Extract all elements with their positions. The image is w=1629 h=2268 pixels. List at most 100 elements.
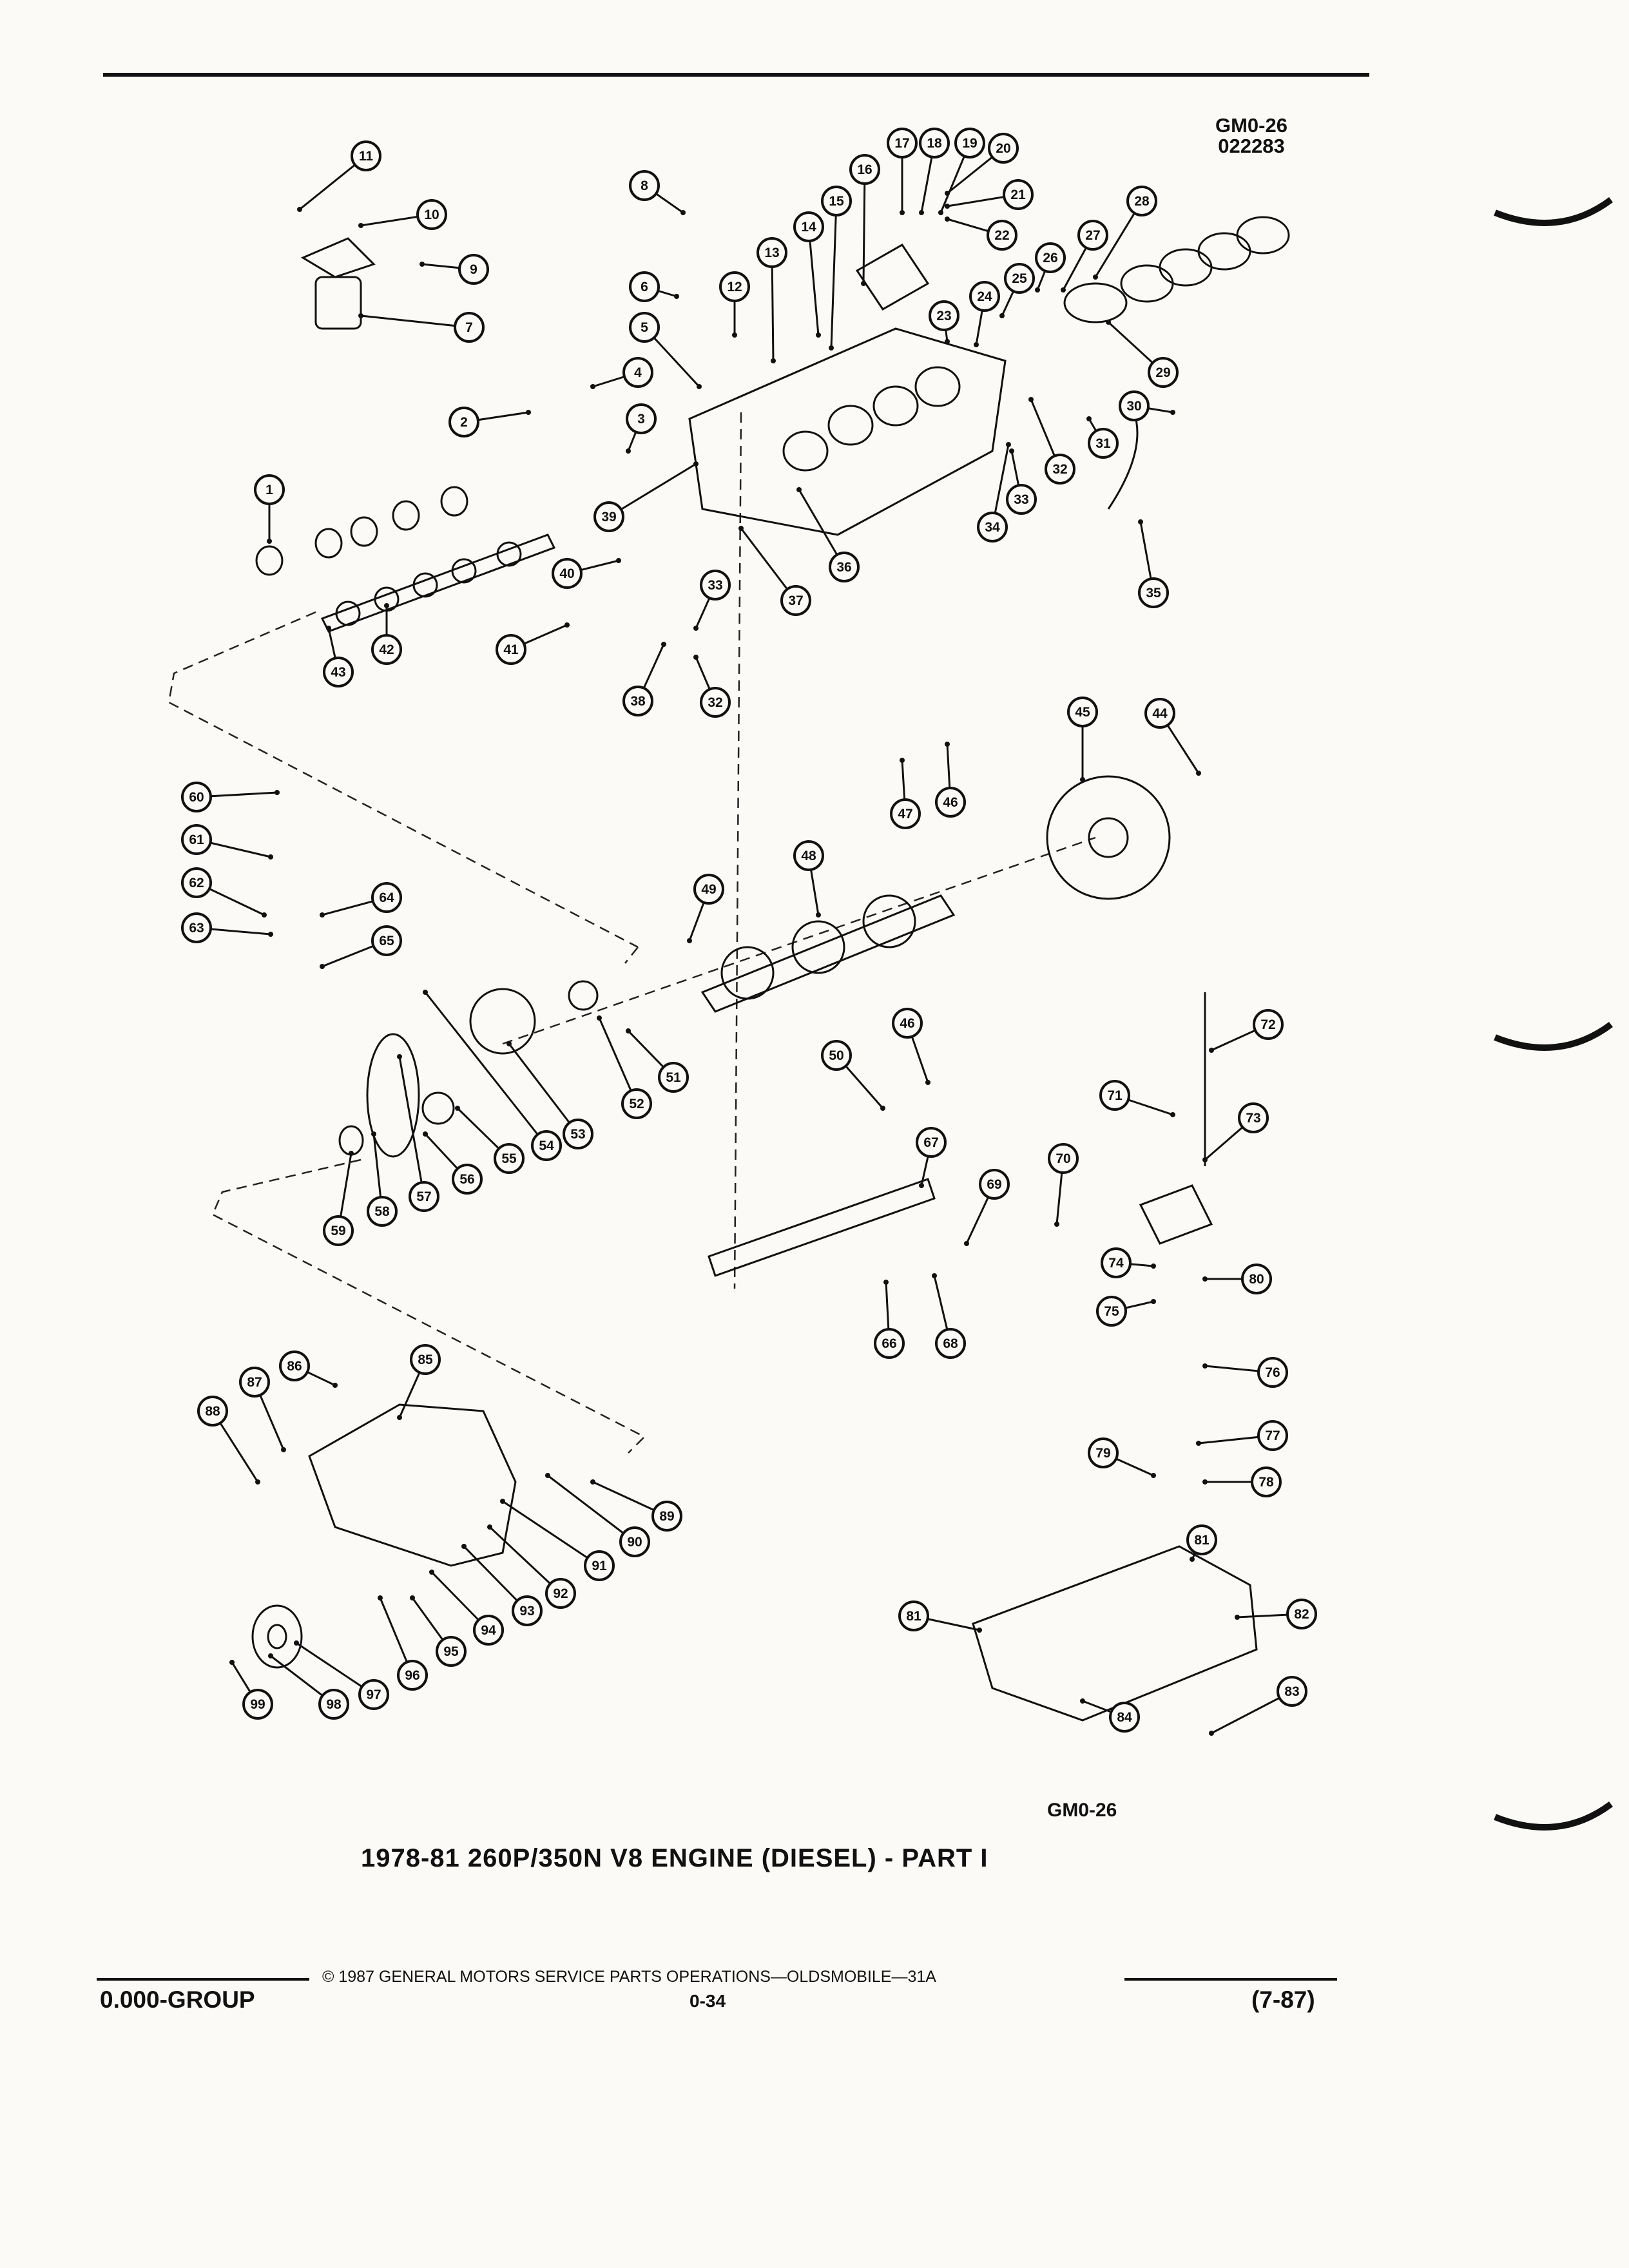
leader-arrow-tip <box>423 1131 428 1137</box>
callout-circle <box>1119 390 1150 421</box>
callout-number: 27 <box>1085 228 1100 243</box>
leader-arrow-tip <box>397 1415 402 1420</box>
callout-circle <box>1186 1524 1217 1555</box>
callout-circle <box>829 552 860 582</box>
callout-number: 86 <box>287 1359 302 1374</box>
leader-arrow-tip <box>732 332 737 338</box>
leader-arrow-tip <box>945 204 950 209</box>
callout-5: 5 <box>629 312 702 389</box>
cam-bearings <box>255 486 468 576</box>
callout-number: 75 <box>1104 1304 1119 1319</box>
callout-60: 60 <box>181 782 280 812</box>
callout-2: 2 <box>448 407 531 437</box>
callout-21: 21 <box>945 179 1034 210</box>
leader-arrow-tip <box>268 932 273 937</box>
callout-number: 30 <box>1126 399 1141 414</box>
callout-number: 14 <box>801 220 816 235</box>
callout-circle <box>988 133 1019 164</box>
callout-number: 60 <box>189 790 204 805</box>
callout-74: 74 <box>1101 1247 1156 1278</box>
leader-line <box>488 1526 562 1595</box>
leader-arrow-tip <box>697 384 702 389</box>
callout-circle <box>279 1350 310 1381</box>
callout-circle <box>358 1679 389 1710</box>
callout-circle <box>242 1689 273 1720</box>
callout-circle <box>821 186 852 216</box>
callout-circle <box>436 1636 467 1667</box>
callout-number: 67 <box>923 1135 938 1150</box>
callout-number: 22 <box>994 228 1009 243</box>
callout-32-repeat: 32 <box>693 655 731 718</box>
callout-circle <box>757 237 787 268</box>
callout-number: 4 <box>634 365 642 380</box>
callout-circle <box>1067 697 1098 727</box>
callout-67: 67 <box>916 1127 947 1188</box>
callout-47: 47 <box>890 758 921 829</box>
callout-number: 32 <box>708 695 722 710</box>
callout-circle <box>898 1600 929 1631</box>
callout-circle <box>1035 242 1066 273</box>
leader-arrow-tip <box>1202 1363 1208 1369</box>
callout-circle <box>700 687 731 718</box>
leader-arrow-tip <box>1190 1557 1195 1562</box>
callout-circle <box>494 1143 525 1174</box>
leader-arrow-tip <box>938 210 943 215</box>
callout-number: 63 <box>189 921 204 936</box>
callout-95: 95 <box>410 1595 467 1667</box>
footer-rule-right <box>1124 1978 1337 1981</box>
callout-84: 84 <box>1080 1698 1140 1733</box>
leader-arrow-tip <box>616 558 621 563</box>
callout-14: 14 <box>793 211 824 338</box>
leader-arrow-tip <box>358 313 363 318</box>
callout-52: 52 <box>597 1015 652 1119</box>
callout-8: 8 <box>629 170 686 215</box>
callout-number: 83 <box>1284 1684 1299 1699</box>
callout-circle <box>887 128 918 159</box>
leader-arrow-tip <box>268 854 273 860</box>
callout-number: 72 <box>1260 1017 1275 1032</box>
callout-54: 54 <box>423 990 562 1161</box>
callout-number: 80 <box>1249 1272 1264 1287</box>
callout-circle <box>1286 1599 1317 1629</box>
callout-number: 59 <box>331 1224 345 1238</box>
callout-circle <box>181 824 212 855</box>
leader-arrow-tip <box>796 487 802 492</box>
callout-number: 64 <box>379 890 394 905</box>
callout-26: 26 <box>1035 242 1066 293</box>
callout-number: 52 <box>629 1097 644 1111</box>
oil-dipstick <box>1107 412 1139 510</box>
callout-circle <box>629 312 660 343</box>
leader-arrow-tip <box>262 912 267 918</box>
callout-number: 33 <box>1014 492 1028 507</box>
leader-arrow-tip <box>687 938 692 943</box>
leader-arrow-tip <box>771 358 776 363</box>
callout-circle <box>197 1396 228 1427</box>
callout-circle <box>563 1119 593 1149</box>
callout-circle <box>452 1164 483 1195</box>
callout-38: 38 <box>622 642 666 716</box>
callout-number: 43 <box>331 665 345 680</box>
callout-circle <box>1096 1296 1127 1327</box>
leader-arrow-tip <box>545 1473 550 1478</box>
assembly-guide-lines <box>168 412 1096 1454</box>
flywheel <box>1046 775 1171 900</box>
callout-number: 34 <box>985 520 1000 535</box>
callout-66: 66 <box>874 1280 905 1359</box>
leader-arrow-tip <box>1054 1222 1059 1227</box>
callout-number: 46 <box>900 1016 914 1031</box>
leader-arrow-tip <box>320 912 325 918</box>
leader-arrow-tip <box>500 1499 505 1504</box>
figure-caption: 1978-81 260P/350N V8 ENGINE (DIESEL) - P… <box>361 1844 988 1872</box>
callout-circle <box>1241 1264 1272 1294</box>
callout-number: 16 <box>857 162 872 177</box>
callout-51: 51 <box>626 1028 689 1093</box>
callout-number: 46 <box>943 795 958 810</box>
callout-63: 63 <box>181 912 273 943</box>
callout-62: 62 <box>181 867 267 918</box>
callout-91: 91 <box>500 1499 615 1581</box>
callout-circle <box>1257 1420 1288 1451</box>
callout-circle <box>1088 1437 1119 1468</box>
callout-number: 5 <box>641 320 648 335</box>
callout-number: 49 <box>701 882 716 897</box>
